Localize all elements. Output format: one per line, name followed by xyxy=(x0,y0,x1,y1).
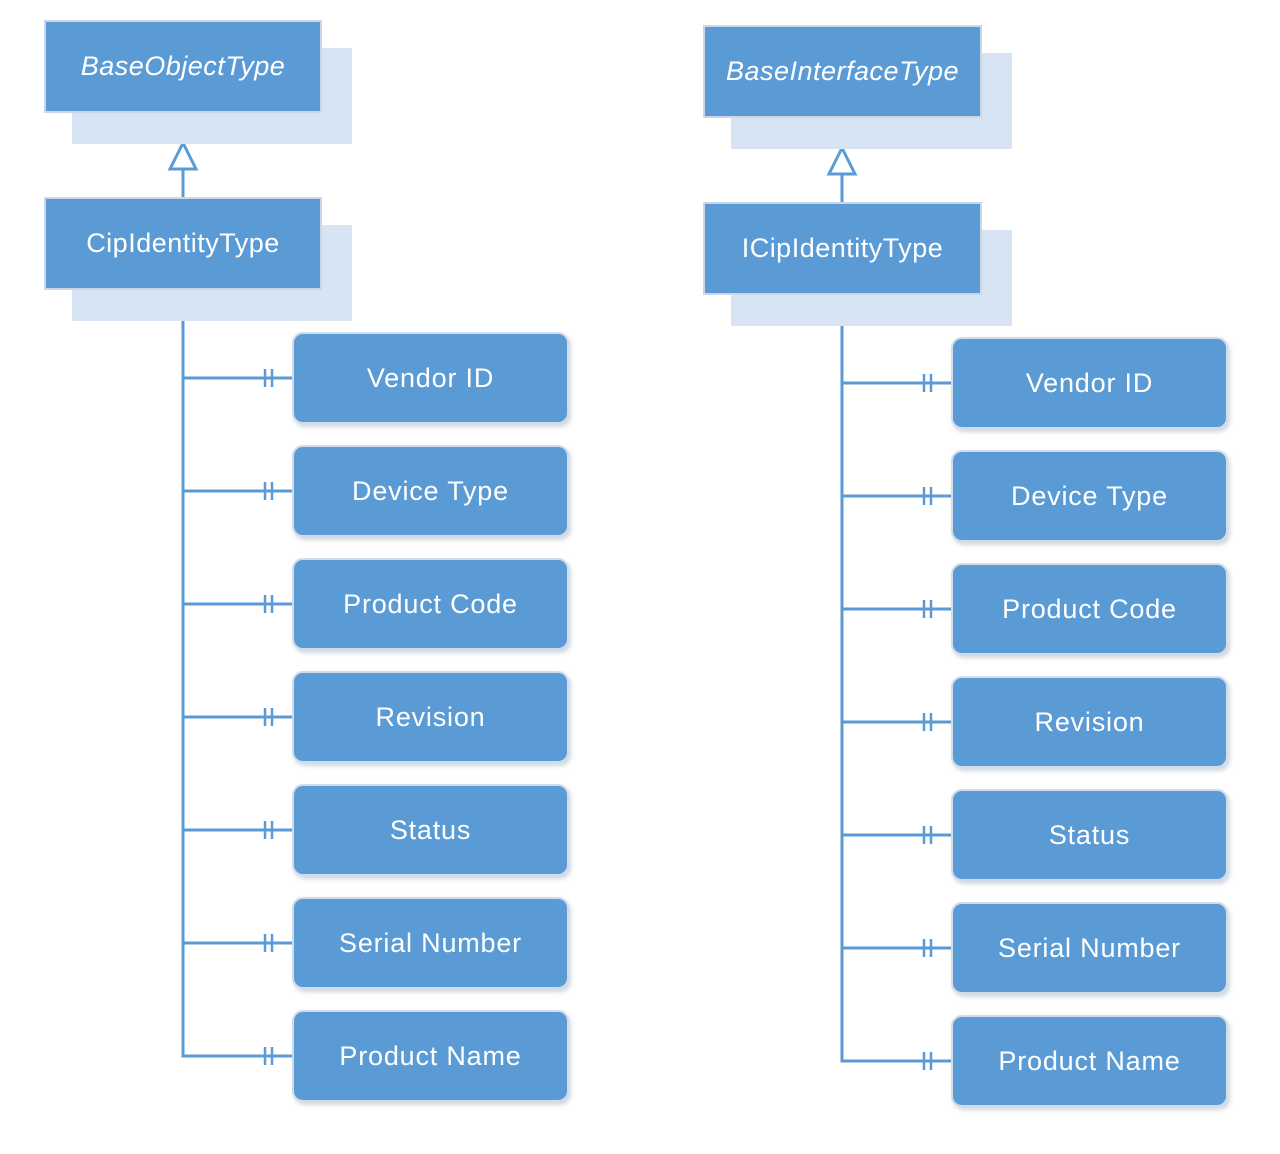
right-property-vendor-id: Vendor ID xyxy=(951,337,1228,429)
left-property-product-name: Product Name xyxy=(292,1010,569,1102)
left-property-product-code: Product Code xyxy=(292,558,569,650)
left-connectors xyxy=(167,111,292,1065)
left-property-serial-number: Serial Number xyxy=(292,897,569,989)
base-interface-type-box: BaseInterfaceType xyxy=(703,25,982,118)
left-property-vendor-id: Vendor ID xyxy=(292,332,569,424)
right-property-product-code: Product Code xyxy=(951,563,1228,655)
icip-identity-type-box: ICipIdentityType xyxy=(703,202,982,295)
left-property-status: Status xyxy=(292,784,569,876)
right-property-serial-number: Serial Number xyxy=(951,902,1228,994)
base-object-type-box: BaseObjectType xyxy=(44,20,322,113)
left-property-revision: Revision xyxy=(292,671,569,763)
cip-identity-type-box: CipIdentityType xyxy=(44,197,322,290)
right-property-product-name: Product Name xyxy=(951,1015,1228,1107)
right-property-revision: Revision xyxy=(951,676,1228,768)
right-property-status: Status xyxy=(951,789,1228,881)
right-property-device-type: Device Type xyxy=(951,450,1228,542)
inheritance-arrow-inner xyxy=(826,144,858,176)
inheritance-arrow-inner xyxy=(167,139,199,171)
left-property-device-type: Device Type xyxy=(292,445,569,537)
